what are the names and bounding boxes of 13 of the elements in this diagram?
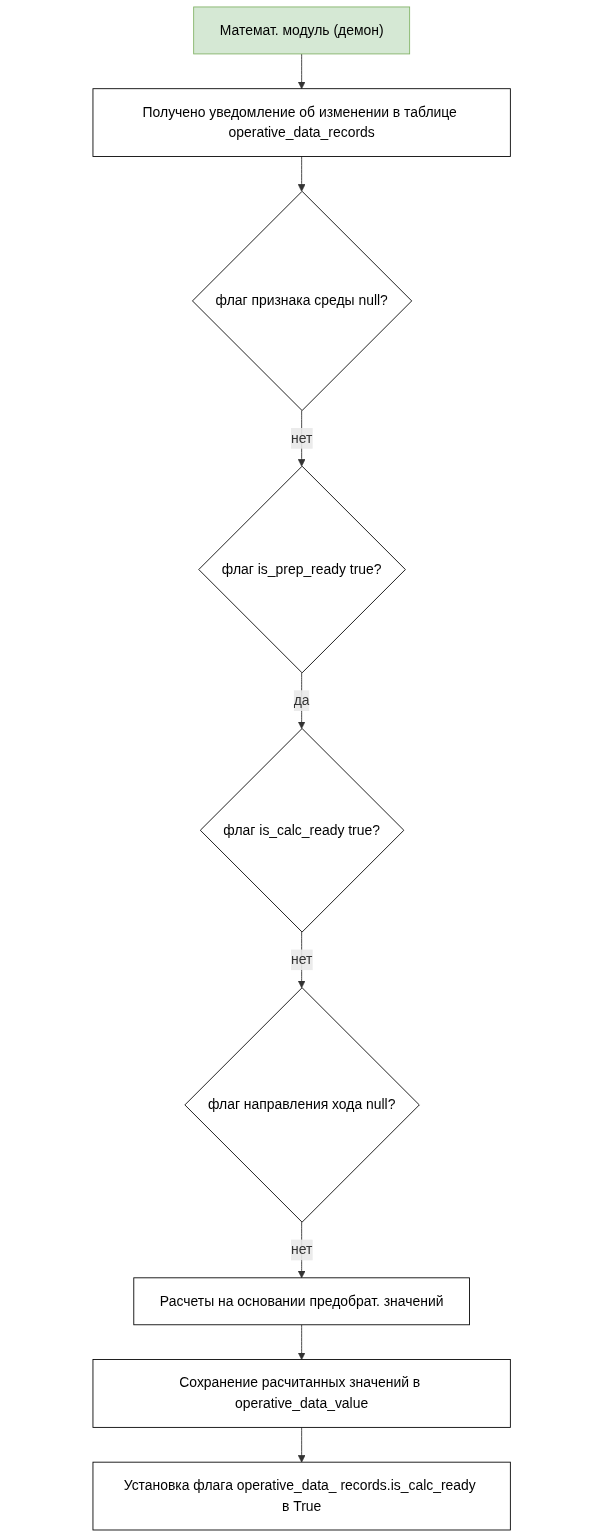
node-box: Получено уведомление об изменении в таблице operative_data_records: [92, 88, 512, 157]
edge-label: нет: [291, 430, 313, 446]
node-box: Сохранение расчитанных значений в operative_data_value: [92, 1359, 512, 1428]
node-diamond: флаг признака среды null?: [192, 190, 413, 411]
node-diamond: флаг is_calc_ready true?: [200, 728, 405, 933]
edge-label: нет: [291, 1242, 313, 1257]
edge-label: да: [294, 692, 310, 708]
node-diamond: флаг is_prep_ready true?: [198, 465, 407, 674]
node-box: Математ. модуль (демон): [193, 6, 411, 55]
node-box: Расчеты на основании предобрат. значений: [133, 1277, 471, 1326]
node-box: Установка флага operative_data_ records.is_calc_ready в True: [92, 1461, 512, 1531]
node-diamond: флаг направления хода null?: [184, 987, 421, 1223]
edge-label: нет: [291, 952, 313, 967]
